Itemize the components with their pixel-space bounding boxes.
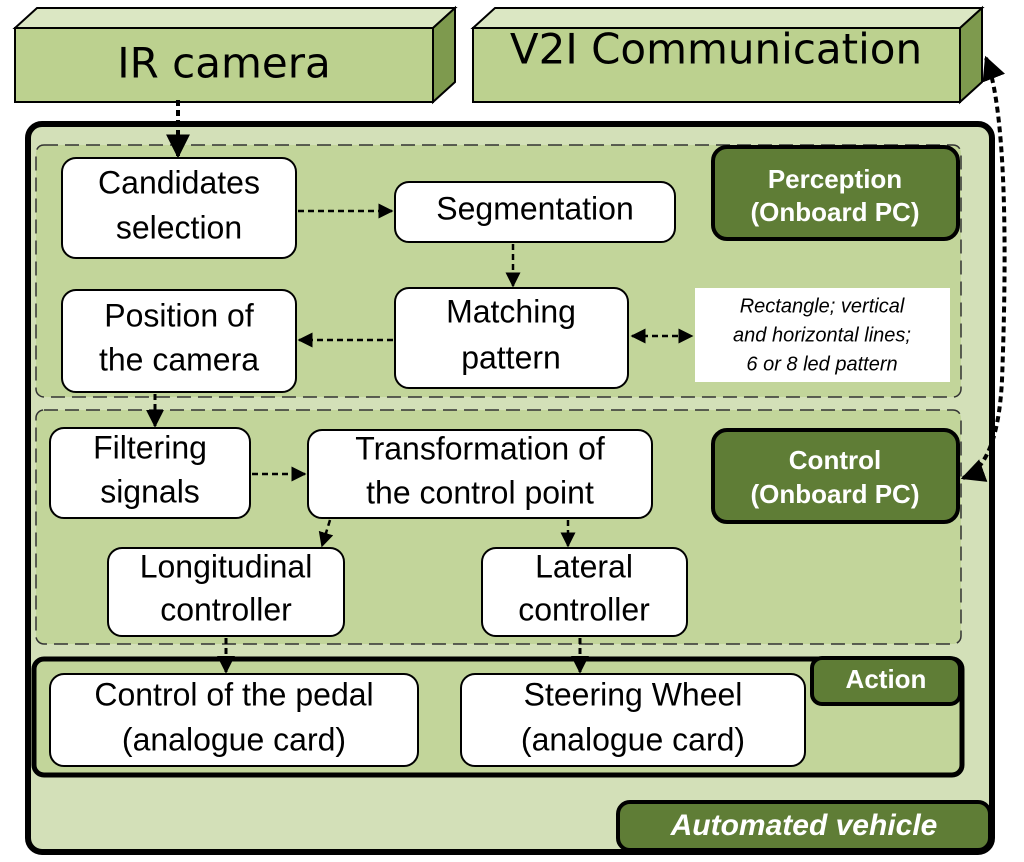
candidates-selection-box: Candidates selection [61, 157, 297, 259]
control-tag: Control (Onboard PC) [711, 428, 960, 524]
longitudinal-controller-line1: Longitudinal [140, 548, 313, 584]
steering-wheel-line1: Steering Wheel [524, 676, 743, 712]
filtering-signals-line1: Filtering [93, 429, 207, 465]
segmentation-label: Segmentation [436, 190, 633, 226]
action-tag: Action [810, 656, 962, 706]
perception-tag-line1: Perception [768, 164, 902, 194]
pattern-note-line1: Rectangle; vertical [740, 295, 905, 317]
lateral-controller-line2: controller [518, 591, 650, 627]
longitudinal-controller-line2: controller [160, 591, 292, 627]
perception-tag-line2: (Onboard PC) [751, 197, 920, 227]
matching-pattern-box: Matching pattern [394, 287, 629, 389]
perception-tag: Perception (Onboard PC) [711, 145, 960, 241]
ir-camera-label: IR camera [117, 39, 331, 88]
action-tag-label: Action [846, 664, 927, 694]
lateral-controller-line1: Lateral [535, 548, 633, 584]
matching-pattern-line2: pattern [461, 339, 561, 375]
candidates-selection-line1: Candidates [98, 164, 260, 200]
position-camera-line2: the camera [99, 341, 259, 377]
matching-pattern-line1: Matching [446, 293, 576, 329]
position-camera-box: Position of the camera [61, 289, 297, 393]
arrow-transformation-to-longitudinal [318, 519, 334, 548]
filtering-signals-line2: signals [100, 473, 200, 509]
ir-camera-source: IR camera [12, 5, 458, 105]
pattern-note-line3: 6 or 8 led pattern [746, 353, 897, 375]
filtering-signals-box: Filtering signals [49, 427, 251, 519]
longitudinal-controller-box: Longitudinal controller [107, 547, 345, 637]
arrow-v2i-to-control [960, 55, 1007, 482]
control-tag-line2: (Onboard PC) [751, 479, 920, 509]
steering-wheel-box: Steering Wheel (analogue card) [460, 673, 806, 767]
pattern-note-line2: and horizontal lines; [733, 324, 911, 346]
pattern-note: Rectangle; vertical and horizontal lines… [695, 288, 950, 382]
automated-vehicle-tag: Automated vehicle [616, 800, 992, 852]
pedal-control-line1: Control of the pedal [94, 676, 373, 712]
candidates-selection-line2: selection [116, 209, 242, 245]
transformation-line1: Transformation of [355, 430, 605, 466]
pedal-control-line2: (analogue card) [122, 721, 346, 757]
steering-wheel-line2: (analogue card) [521, 721, 745, 757]
segmentation-box: Segmentation [394, 181, 676, 243]
pedal-control-box: Control of the pedal (analogue card) [49, 673, 419, 767]
lateral-controller-box: Lateral controller [481, 547, 688, 637]
automated-vehicle-label: Automated vehicle [670, 809, 938, 842]
transformation-line2: the control point [366, 474, 594, 510]
transformation-box: Transformation of the control point [307, 429, 653, 519]
v2i-communication-label: V2I Communication [510, 25, 922, 74]
v2i-communication-source: V2I Communication [470, 5, 985, 105]
position-camera-line1: Position of [104, 297, 254, 333]
control-tag-line1: Control [789, 445, 881, 475]
connectors [146, 55, 1007, 674]
